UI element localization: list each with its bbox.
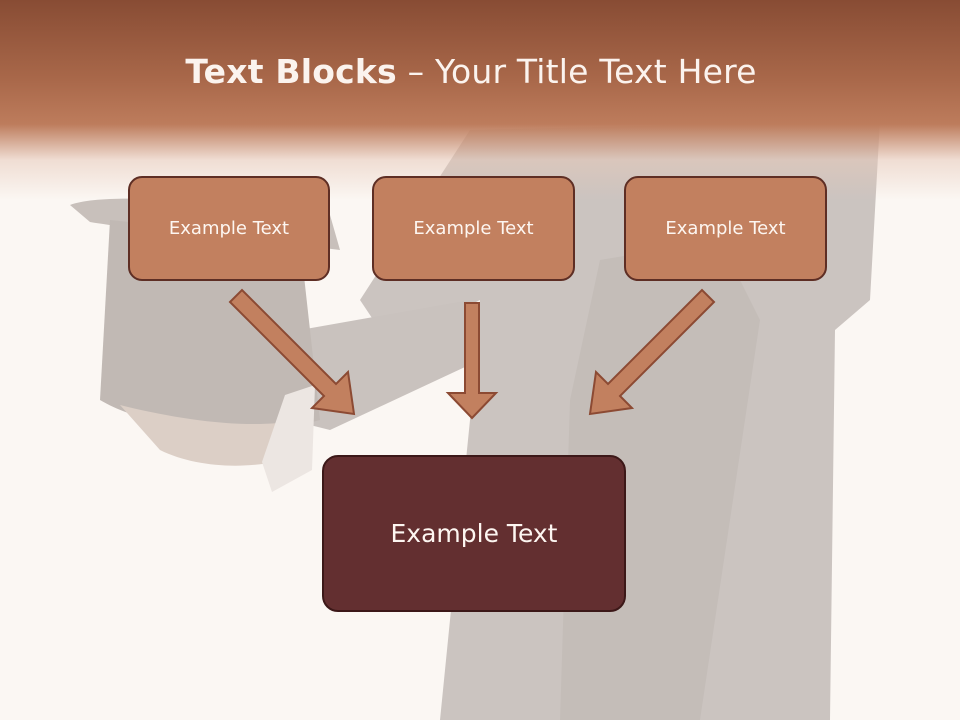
title-bold: Text Blocks [185,52,397,91]
text-block-top-center-label: Example Text [413,218,534,239]
text-block-main-label: Example Text [390,519,558,548]
title-rest: Your Title Text Here [434,52,757,91]
arrow-right-diagonal [588,288,716,416]
text-block-top-right-label: Example Text [665,218,786,239]
slide-title: Text Blocks – Your Title Text Here [0,52,942,91]
title-dash: – [396,52,435,91]
text-block-top-center[interactable]: Example Text [372,176,575,281]
text-block-main[interactable]: Example Text [322,455,626,612]
text-block-top-right[interactable]: Example Text [624,176,827,281]
header-band [0,0,960,200]
arrow-center-down [445,302,499,420]
arrow-left-diagonal [228,288,356,416]
text-block-top-left[interactable]: Example Text [128,176,330,281]
text-block-top-left-label: Example Text [168,218,290,239]
